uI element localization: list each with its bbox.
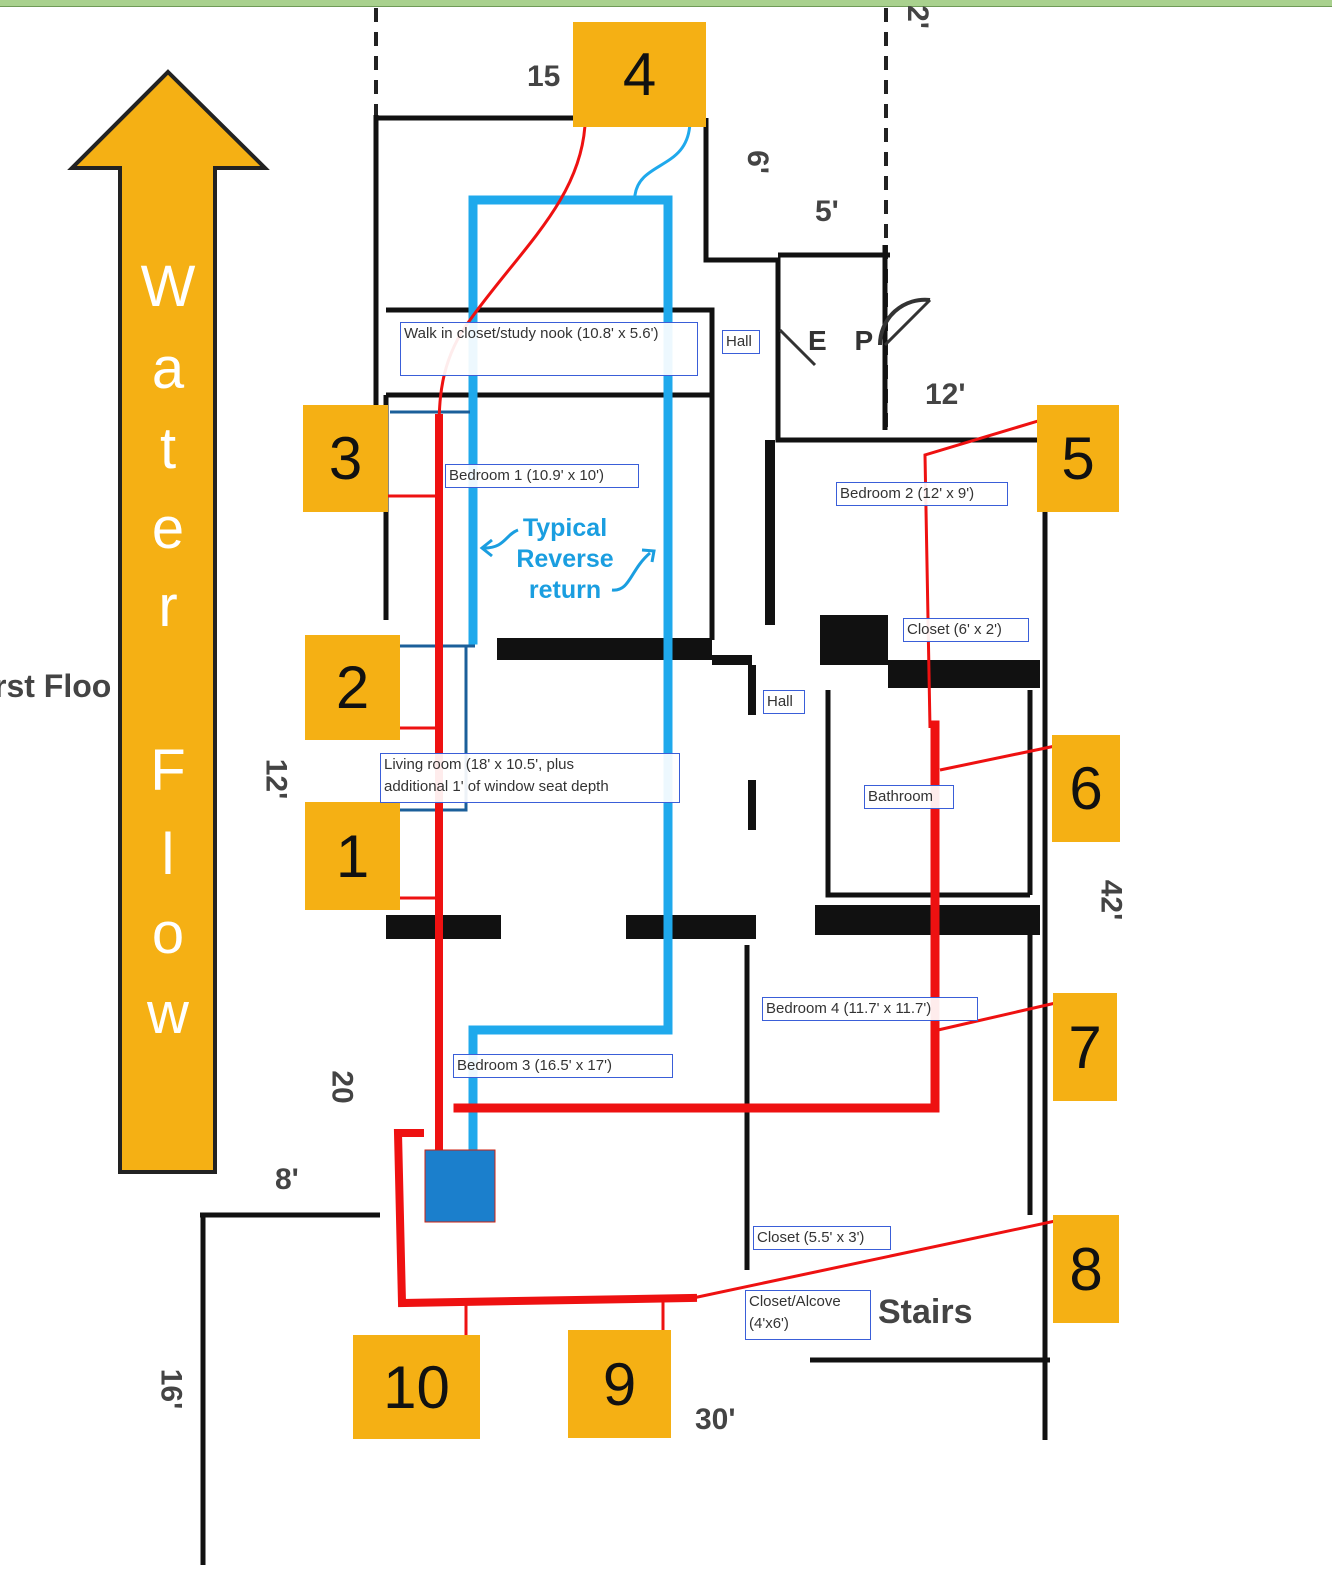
water-flow-letter: F xyxy=(150,738,186,803)
boiler xyxy=(424,1149,496,1223)
dimension-12-left: 12' xyxy=(259,758,293,800)
room-label-bedroom2: Bedroom 2 (12' x 9') xyxy=(836,482,1008,506)
water-flow-letter: a xyxy=(151,336,185,401)
reverse-return-annotation: Typical Reverse return xyxy=(505,513,625,606)
water-flow-letter: w xyxy=(147,981,189,1046)
zone-2-badge: 2 xyxy=(305,635,400,740)
zone-7-badge: 7 xyxy=(1053,993,1117,1101)
room-label-living-line2: additional 1' of window seat depth xyxy=(384,778,609,795)
room-label-bedroom3: Bedroom 3 (16.5' x 17') xyxy=(453,1054,673,1078)
dimension-12-top: 12' xyxy=(925,378,966,411)
room-label-closet-b4: Closet (5.5' x 3') xyxy=(753,1226,891,1250)
room-label-living: Living room (18' x 10.5', plus additiona… xyxy=(380,753,680,803)
annotation-line-2: Reverse xyxy=(516,545,614,573)
door-arc xyxy=(877,297,931,346)
dimension-15: 15 xyxy=(527,60,561,93)
door-line-left xyxy=(778,328,817,367)
room-label-bedroom4: Bedroom 4 (11.7' x 11.7') xyxy=(762,997,978,1021)
water-flow-letter: W xyxy=(140,254,196,319)
dimension-2: 2' xyxy=(900,5,934,29)
water-flow-letter: o xyxy=(151,901,185,966)
room-label-hall-mid: Hall xyxy=(763,690,805,714)
dimension-8: 8' xyxy=(275,1163,299,1196)
dimension-42: 42' xyxy=(1094,879,1128,921)
zone-4-badge: 4 xyxy=(573,22,706,127)
room-label-living-line1: Living room (18' x 10.5', plus xyxy=(384,756,574,773)
room-label-bathroom: Bathroom xyxy=(864,785,954,809)
zone-8-badge: 8 xyxy=(1053,1215,1119,1323)
water-flow-letter: e xyxy=(151,496,185,561)
zone-10-badge: 10 xyxy=(353,1335,480,1439)
floor-label: rst Floo xyxy=(0,668,112,704)
water-flow-arrow xyxy=(67,69,270,1174)
dimension-5: 5' xyxy=(815,195,839,228)
room-label-walkin: Walk in closet/study nook (10.8' x 5.6') xyxy=(400,322,698,376)
water-flow-letter: l xyxy=(161,822,175,887)
door-line xyxy=(883,298,932,347)
room-label-bedroom1: Bedroom 1 (10.9' x 10') xyxy=(445,464,639,488)
room-label-alcove-line1: Closet/Alcove xyxy=(749,1293,841,1310)
dimension-6: 6' xyxy=(740,150,774,174)
zone-3-badge: 3 xyxy=(303,405,388,512)
stairs-label: Stairs xyxy=(878,1293,973,1331)
annotation-line-1: Typical xyxy=(522,514,608,542)
top-bar xyxy=(0,0,1332,7)
ep-label: E P xyxy=(808,325,884,356)
annotation-arrows xyxy=(479,528,656,592)
annotation-line-3: return xyxy=(528,576,602,604)
zone-9-badge: 9 xyxy=(568,1330,671,1438)
dimension-30: 30' xyxy=(695,1403,736,1436)
zone-6-badge: 6 xyxy=(1052,735,1120,842)
dimension-20: 20 xyxy=(325,1070,359,1104)
room-label-alcove: Closet/Alcove (4'x6') xyxy=(745,1290,871,1340)
room-label-closet-b2: Closet (6' x 2') xyxy=(903,618,1029,642)
zone-1-badge: 1 xyxy=(305,802,400,910)
water-flow-letter: t xyxy=(159,416,177,481)
room-label-hall-top: Hall xyxy=(722,330,760,354)
supply-branches xyxy=(385,416,1061,1340)
room-label-alcove-line2: (4'x6') xyxy=(749,1315,789,1332)
zone-5-badge: 5 xyxy=(1037,405,1119,512)
water-flow-letter: r xyxy=(158,574,178,639)
dimension-16: 16' xyxy=(154,1368,188,1410)
wall-blocks xyxy=(386,440,1040,939)
